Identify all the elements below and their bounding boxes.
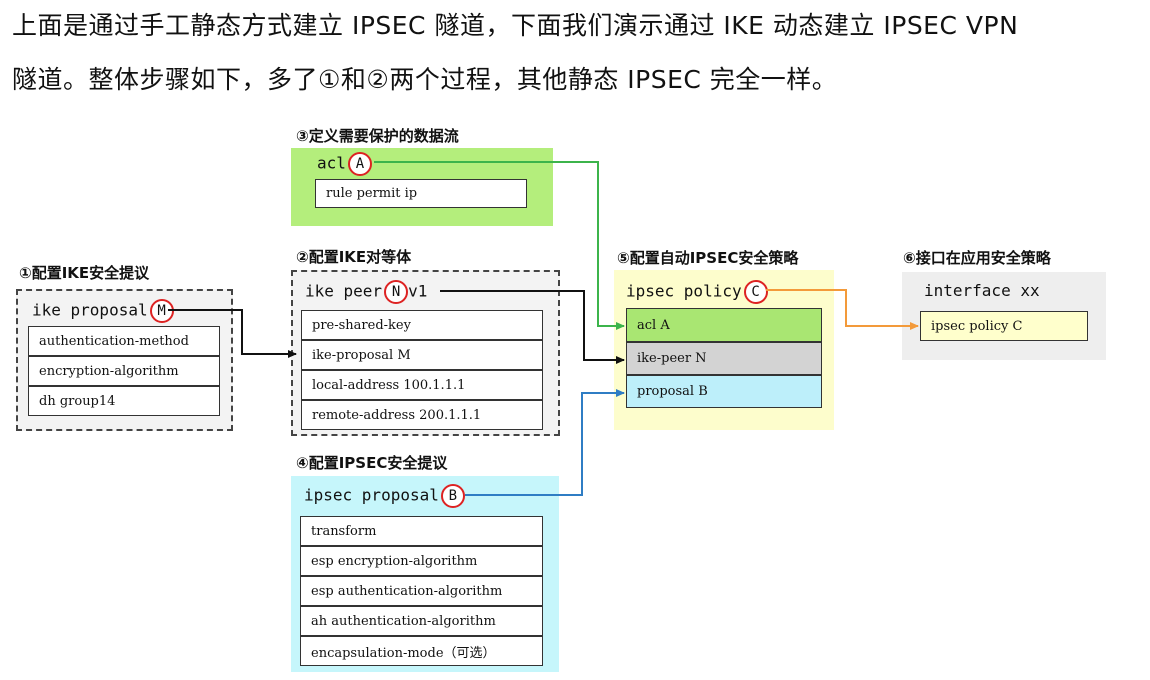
ipsec-policy-row-acl: acl A xyxy=(626,308,822,342)
ike-proposal-row: authentication-method xyxy=(28,326,220,356)
ike-proposal-row: dh group14 xyxy=(28,386,220,416)
ike-peer-row: remote-address 200.1.1.1 xyxy=(301,400,543,430)
marker-b: B xyxy=(440,484,465,508)
acl-row-rule: rule permit ip xyxy=(315,179,527,208)
ike-peer-row: pre-shared-key xyxy=(301,310,543,340)
ipsec-proposal-row: transform xyxy=(300,516,543,546)
marker-n: N xyxy=(384,280,409,304)
step3-title: ③定义需要保护的数据流 xyxy=(296,127,459,145)
step2-title: ②配置IKE对等体 xyxy=(296,248,412,266)
ipsec-policy-row-proposal: proposal B xyxy=(626,375,822,408)
ipsec-proposal-row: encapsulation-mode（可选） xyxy=(300,636,543,666)
step4-title: ④配置IPSEC安全提议 xyxy=(296,454,448,472)
marker-m: M xyxy=(149,299,174,323)
ike-peer-row: local-address 100.1.1.1 xyxy=(301,370,543,400)
ipsec-policy-row-ike-peer: ike-peer N xyxy=(626,342,822,375)
ipsec-proposal-row: esp authentication-algorithm xyxy=(300,576,543,606)
ike-peer-row: ike-proposal M xyxy=(301,340,543,370)
ipsec-proposal-row: esp encryption-algorithm xyxy=(300,546,543,576)
step6-title: ⑥接口在应用安全策略 xyxy=(903,249,1051,267)
marker-a: A xyxy=(347,152,372,176)
step1-title: ①配置IKE安全提议 xyxy=(19,264,150,282)
interface-group: interface xx ipsec policy C xyxy=(902,272,1106,360)
ipsec-proposal-row: ah authentication-algorithm xyxy=(300,606,543,636)
interface-row-policy: ipsec policy C xyxy=(920,311,1088,341)
intro-line-2: 隧道。整体步骤如下，多了①和②两个过程，其他静态 IPSEC 完全一样。 xyxy=(12,65,838,94)
marker-c: C xyxy=(743,280,768,304)
interface-header: interface xx xyxy=(924,281,1040,300)
step5-title: ⑤配置自动IPSEC安全策略 xyxy=(617,249,799,267)
ike-proposal-row: encryption-algorithm xyxy=(28,356,220,386)
intro-line-1: 上面是通过手工静态方式建立 IPSEC 隧道，下面我们演示通过 IKE 动态建立… xyxy=(12,11,1019,40)
